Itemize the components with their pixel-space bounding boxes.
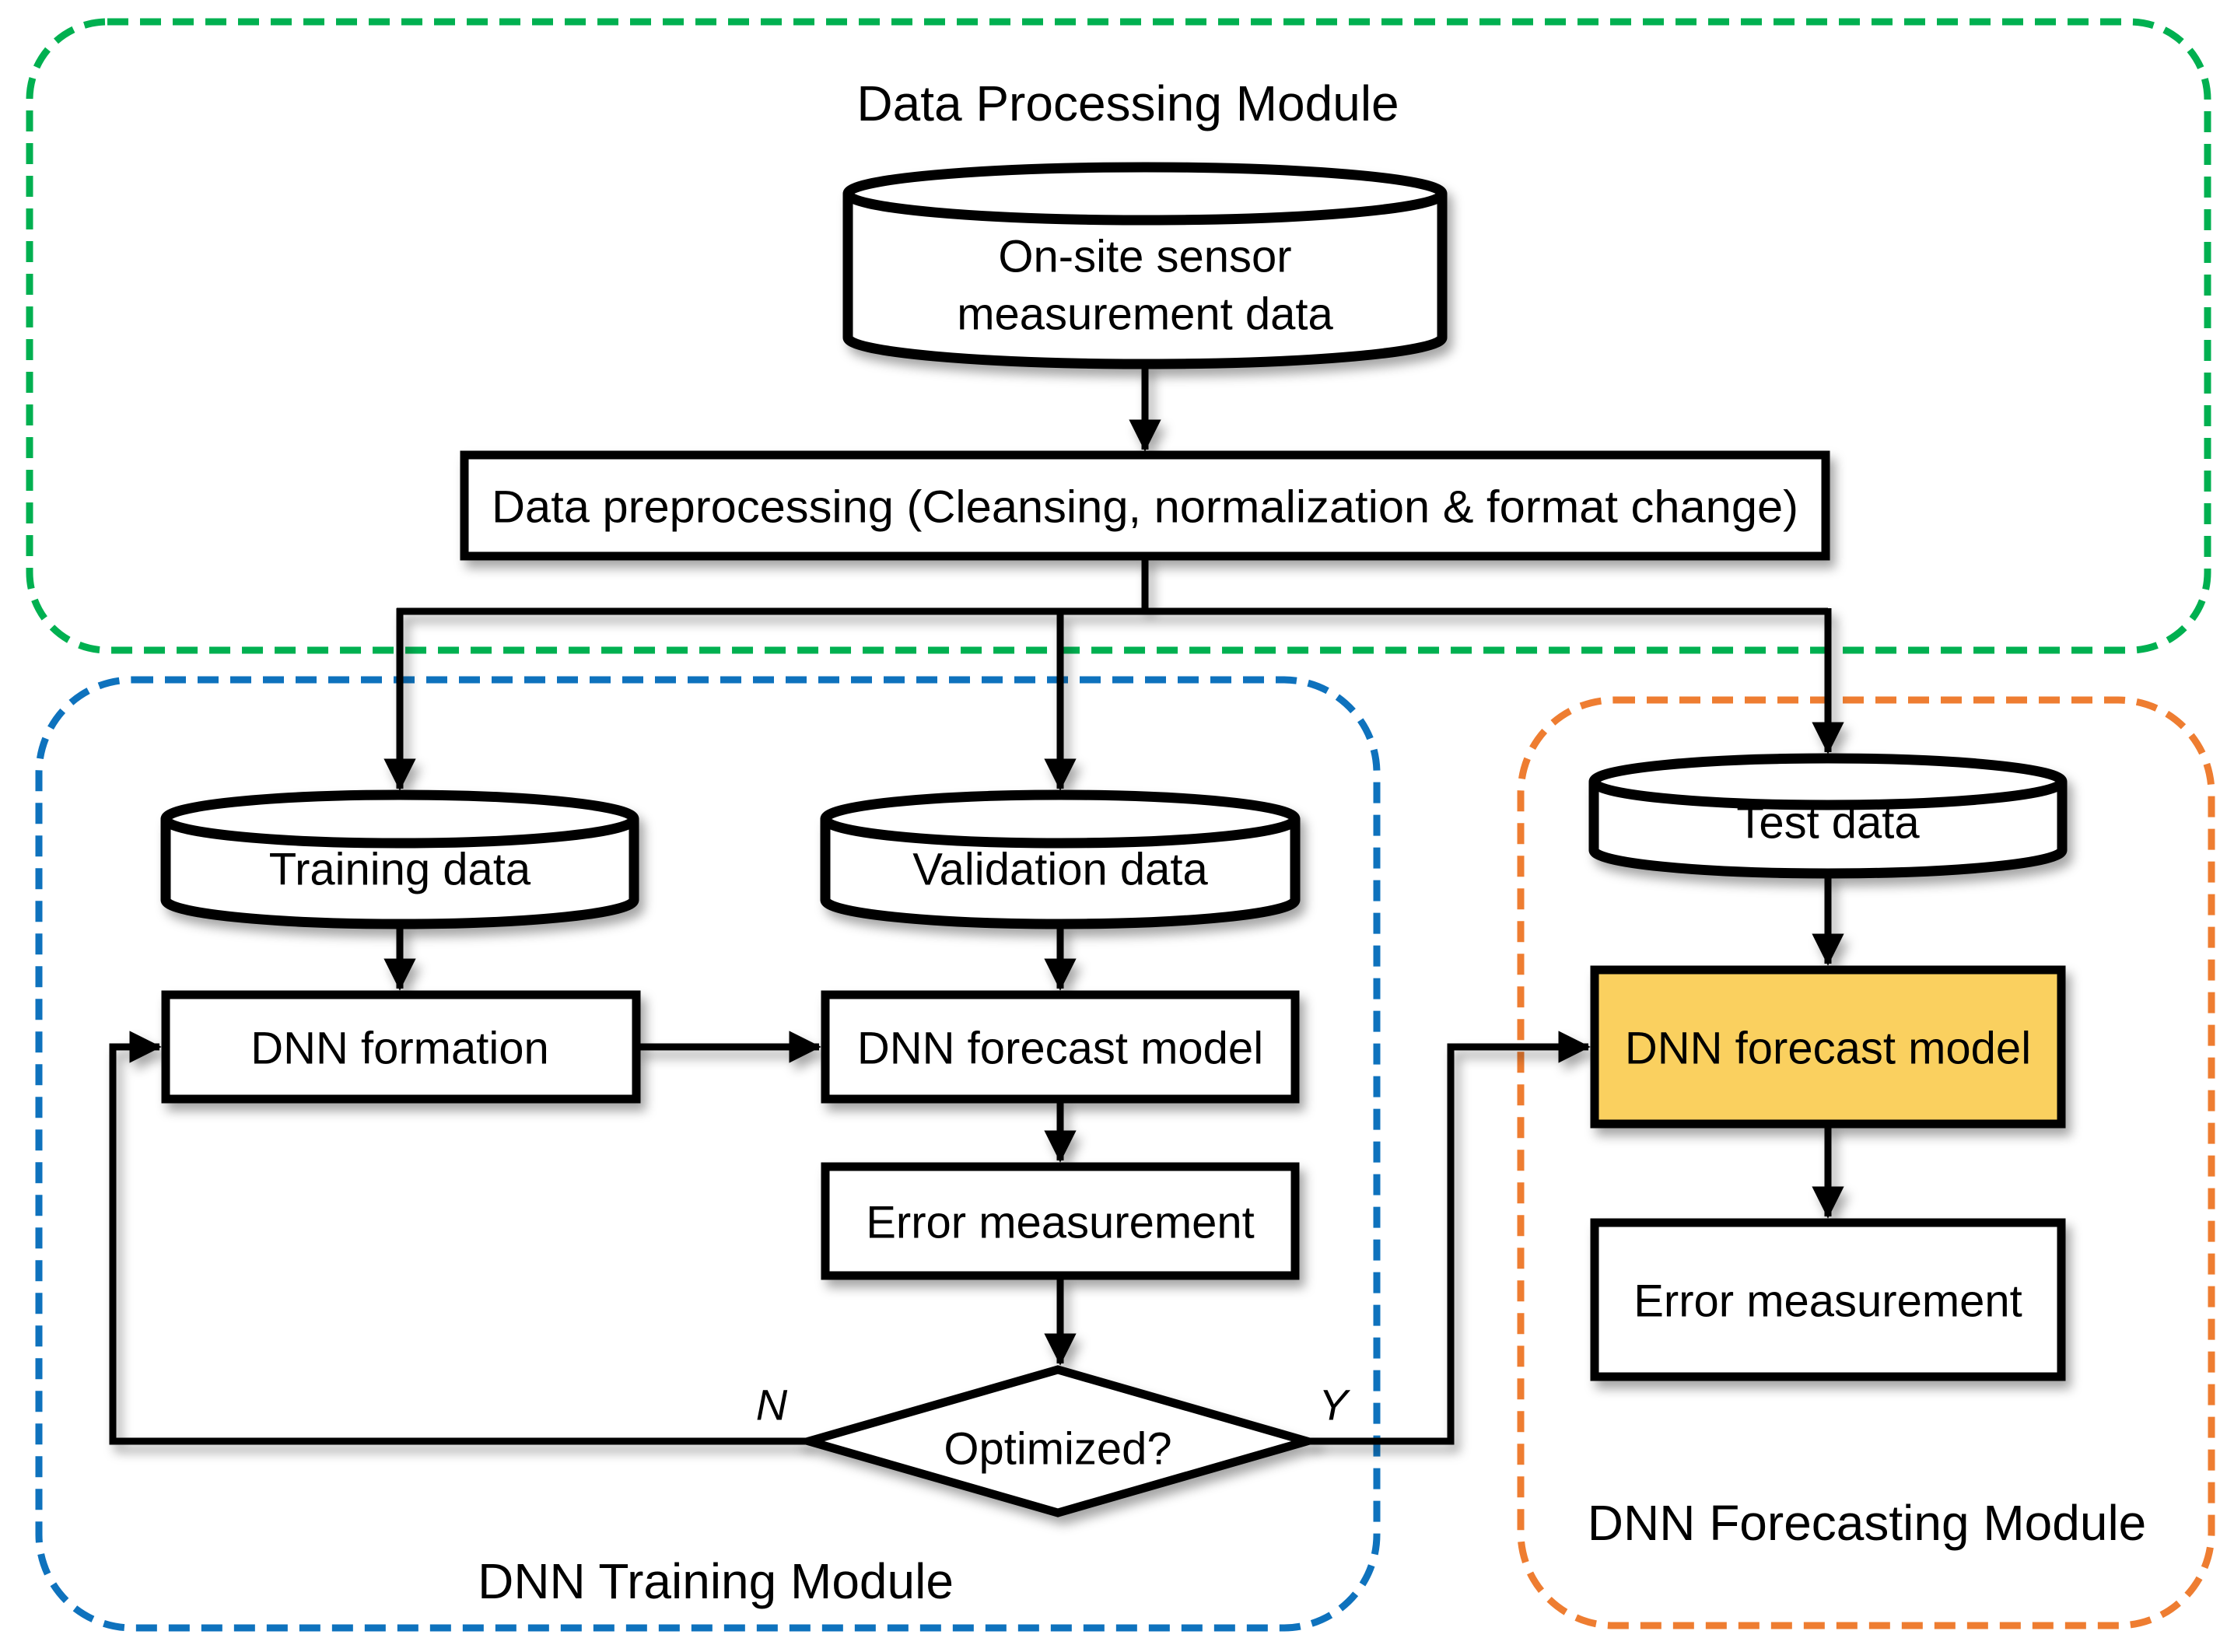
decision-branch-yes-label: Y — [1318, 1381, 1350, 1430]
dnn-forecast-model-train-box — [821, 990, 1300, 1104]
dnn-forecast-model-test-box — [1590, 965, 2066, 1129]
feedback-loop-no — [109, 1031, 809, 1445]
training-data-cylinder-top — [160, 789, 639, 849]
optimized-decision-label: Optimized? — [944, 1424, 1171, 1475]
dnn-training-module-title: DNN Training Module — [478, 1553, 954, 1609]
dnn-forecast-model-test-label: DNN forecast model — [1625, 1024, 2031, 1074]
validation-data-cylinder — [820, 789, 1301, 929]
dnn-forecasting-module-border — [1517, 696, 2215, 1629]
dnn-training-module-border — [35, 676, 1381, 1632]
training-data-cylinder-body — [160, 819, 639, 929]
dnn-formation-box — [161, 990, 641, 1104]
preprocessing-label: Data preprocessing (Cleansing, normaliza… — [492, 482, 1798, 533]
path-yes-to-forecast — [1307, 1031, 1591, 1445]
training-data-label: Training data — [269, 845, 531, 895]
error-measurement-test-box — [1590, 1218, 2066, 1381]
shape-group — [160, 162, 2068, 1517]
test-data-label: Test data — [1736, 798, 1920, 849]
error-measurement-test-label: Error measurement — [1633, 1276, 2022, 1327]
dnn-forecast-model-train-label: DNN forecast model — [857, 1024, 1263, 1074]
sensor-data-label-line1: On-site sensor — [998, 232, 1291, 282]
preprocessing-box — [460, 450, 1830, 561]
dnn-forecasting-module-title: DNN Forecasting Module — [1588, 1495, 2147, 1551]
dnn-formation-label: DNN formation — [250, 1024, 549, 1074]
sensor-data-label-line2: measurement data — [957, 289, 1333, 340]
test-data-cylinder-top — [1588, 753, 2068, 810]
connector-group — [109, 364, 1844, 1445]
validation-data-cylinder-body — [820, 819, 1301, 929]
optimized-decision-diamond — [793, 1365, 1322, 1517]
test-data-cylinder — [1588, 753, 2068, 879]
decision-branch-no-label: N — [756, 1381, 788, 1430]
sensor-data-cylinder-top — [842, 162, 1448, 226]
training-data-cylinder — [160, 789, 639, 929]
error-measurement-train-box — [821, 1162, 1300, 1280]
error-measurement-train-label: Error measurement — [866, 1198, 1255, 1248]
sensor-data-cylinder-body — [842, 194, 1448, 369]
validation-data-label: Validation data — [912, 845, 1208, 895]
validation-data-cylinder-top — [820, 789, 1301, 849]
sensor-data-cylinder — [842, 162, 1448, 369]
data-processing-module-title: Data Processing Module — [856, 75, 1399, 131]
